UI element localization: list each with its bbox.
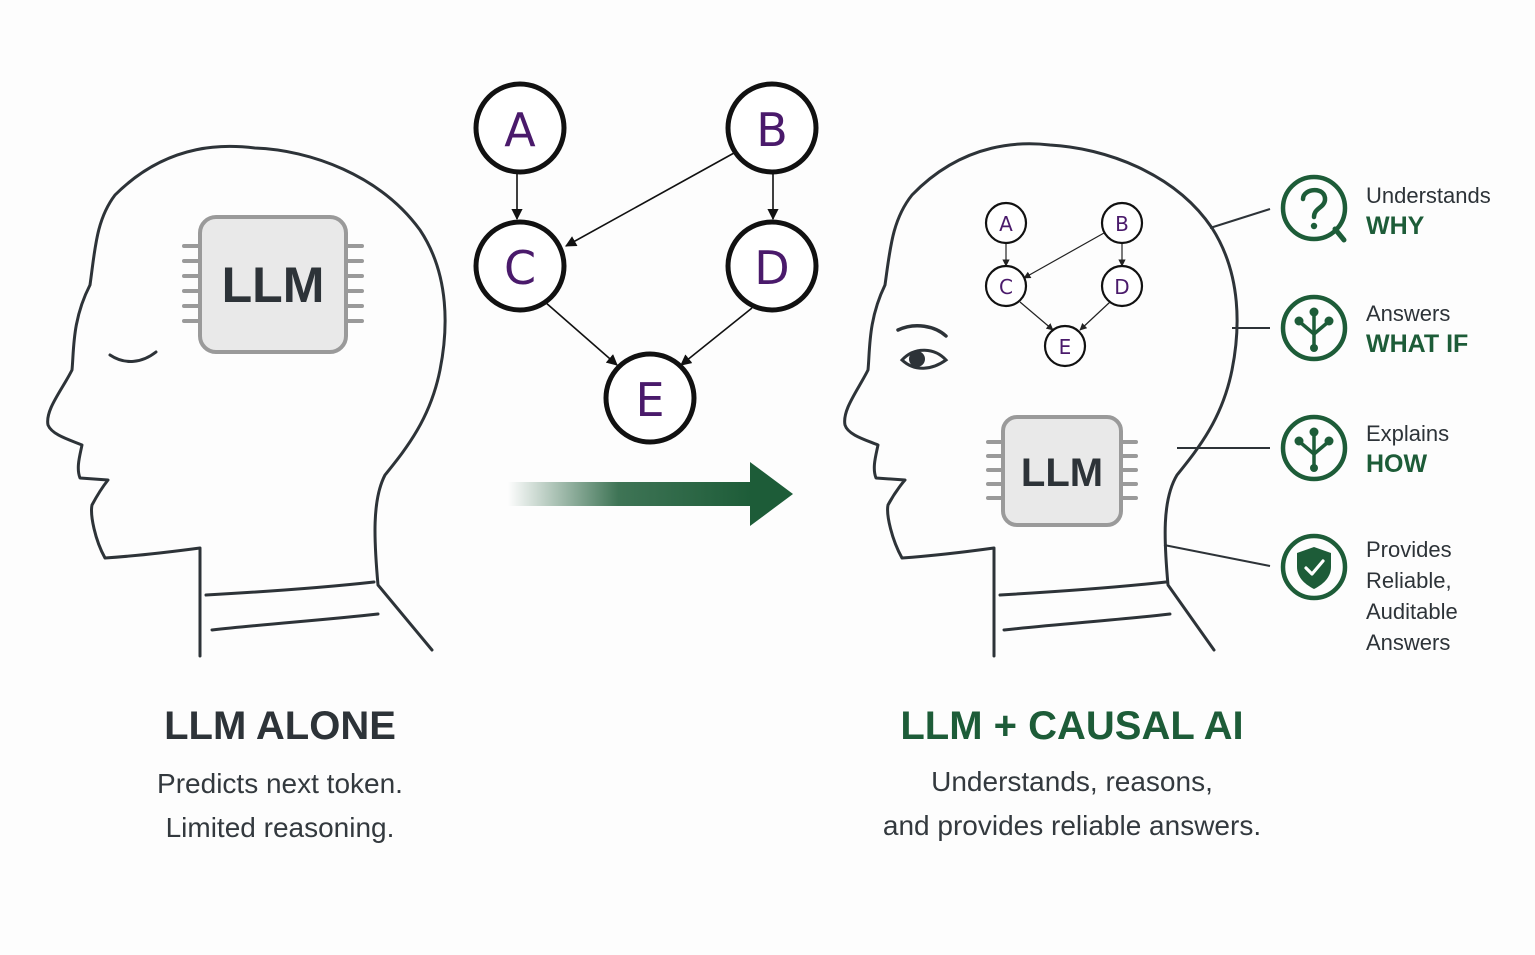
feature-text-line: Auditable: [1366, 599, 1458, 624]
right-panel-title: LLM + CAUSAL AI: [900, 704, 1244, 748]
left-chip-label: LLM: [222, 257, 325, 313]
small-node-e-label: E: [1059, 335, 1072, 359]
feature-how: Explains HOW: [1366, 418, 1449, 480]
feature-text-line: Provides: [1366, 537, 1452, 562]
feature-why: Understands WHY: [1366, 180, 1491, 242]
feature-text: Understands: [1366, 183, 1491, 208]
node-b-label: B: [756, 103, 788, 157]
feature-text-line: Reliable,: [1366, 568, 1452, 593]
branching-tree-icon: [1280, 294, 1348, 362]
node-a-label: A: [504, 103, 536, 157]
small-node-a-label: A: [999, 212, 1013, 236]
feature-text: Explains: [1366, 421, 1450, 446]
right-subtitle-line: and provides reliable answers.: [882, 810, 1262, 841]
feature-connectors: [1163, 208, 1271, 567]
left-head-outline: [46, 144, 447, 658]
feature-text-line: Answers: [1366, 630, 1451, 655]
right-llm-chip: LLM: [986, 415, 1138, 527]
branching-tree-icon: [1280, 414, 1348, 482]
right-chip-label: LLM: [1021, 451, 1103, 495]
edge-d-e: [680, 307, 753, 366]
small-node-c-label: C: [999, 275, 1013, 299]
shield-check-icon: [1280, 533, 1348, 601]
node-a: [473, 81, 567, 175]
feature-reliable: Provides Reliable, Auditable Answers: [1366, 534, 1458, 658]
feature-what-if: Answers WHAT IF: [1366, 298, 1468, 360]
node-d: [725, 219, 819, 313]
node-e: [603, 351, 697, 445]
left-panel-subtitle: Predicts next token. Limited reasoning.: [80, 762, 480, 850]
left-panel-title: LLM ALONE: [164, 704, 396, 748]
feature-accent: WHAT IF: [1366, 330, 1469, 358]
node-c: [473, 219, 567, 313]
node-d-label: D: [754, 241, 789, 295]
small-node-d-label: D: [1114, 275, 1129, 299]
small-node-b-label: B: [1115, 212, 1129, 236]
causal-graph-large: A B C D E: [473, 81, 819, 445]
feature-accent: WHY: [1366, 212, 1425, 240]
edge-c-e: [544, 301, 618, 366]
right-subtitle-line: Understands, reasons,: [931, 766, 1213, 797]
causal-graph-small: A B C D E: [984, 201, 1144, 368]
question-magnifier-icon: [1280, 174, 1348, 243]
node-b: [725, 81, 819, 175]
edge-b-c: [565, 152, 735, 247]
left-llm-chip: LLM: [182, 215, 364, 354]
feature-accent: HOW: [1366, 450, 1428, 478]
left-subtitle-line: Predicts next token.: [157, 768, 403, 799]
open-eye-icon: [896, 323, 949, 370]
transition-arrow-icon: [508, 462, 793, 526]
left-subtitle-line: Limited reasoning.: [165, 812, 395, 843]
feature-text: Answers: [1366, 301, 1451, 326]
node-c-label: C: [504, 241, 536, 295]
right-head-outline: [843, 142, 1239, 658]
node-e-label: E: [635, 373, 664, 427]
closed-eye-icon: [108, 350, 158, 363]
right-panel-subtitle: Understands, reasons, and provides relia…: [822, 760, 1322, 848]
